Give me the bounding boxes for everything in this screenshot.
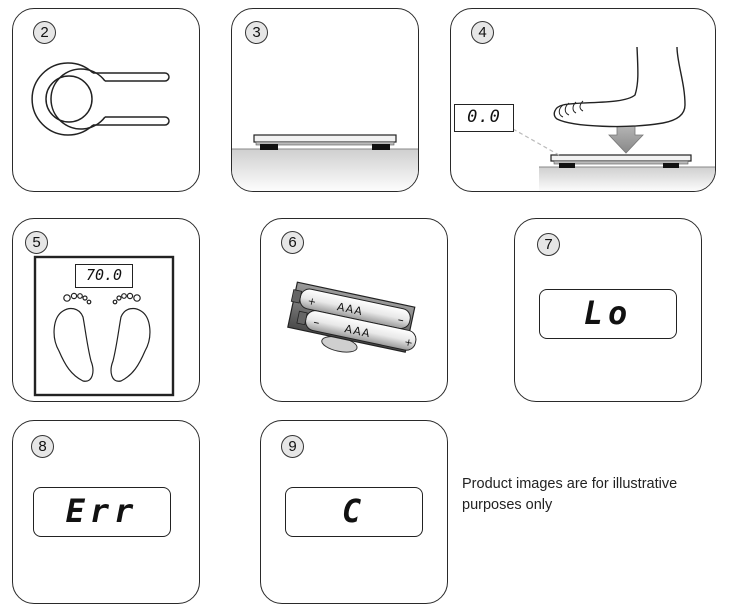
- step-6-panel: 6 + – – + AAA AAA: [260, 218, 448, 402]
- step-number-badge: 9: [281, 435, 304, 458]
- svg-text:–: –: [396, 312, 405, 327]
- scale-display: 0.0: [454, 104, 514, 132]
- scale-on-floor-icon: [232, 134, 418, 191]
- scale-display-c: C: [285, 487, 423, 537]
- step-2-panel: 2: [12, 8, 200, 192]
- step-number-badge: 8: [31, 435, 54, 458]
- step-number-badge: 5: [25, 231, 48, 254]
- svg-text:–: –: [312, 315, 321, 330]
- step-number-badge: 2: [33, 21, 56, 44]
- step-number-badge: 6: [281, 231, 304, 254]
- scale-display-lo: Lo: [539, 289, 677, 339]
- step-7-panel: 7 Lo: [514, 218, 702, 402]
- svg-text:+: +: [307, 296, 317, 309]
- foot-stepping-on-scale-icon: [512, 46, 715, 191]
- step-5-panel: 5 70.0: [12, 218, 200, 402]
- feet-on-scale-icon: [33, 255, 175, 397]
- step-9-panel: 9 C: [260, 420, 448, 604]
- aaa-batteries-icon: + – – + AAA AAA: [287, 281, 417, 353]
- step-number-badge: 4: [471, 21, 494, 44]
- scale-display: 70.0: [75, 264, 133, 288]
- disclaimer-note: Product images are for illustrative purp…: [462, 476, 678, 513]
- scale-display-err: Err: [33, 487, 171, 537]
- svg-text:+: +: [403, 337, 413, 350]
- step-4-panel: 4 0.0: [450, 8, 716, 192]
- battery-label: AAA: [336, 300, 364, 318]
- step-8-panel: 8 Err: [12, 420, 200, 604]
- step-number-badge: 3: [245, 21, 268, 44]
- step-3-panel: 3: [231, 8, 419, 192]
- step-number-badge: 7: [537, 233, 560, 256]
- pull-tab-icon: [31, 62, 170, 136]
- battery-label: AAA: [343, 322, 371, 340]
